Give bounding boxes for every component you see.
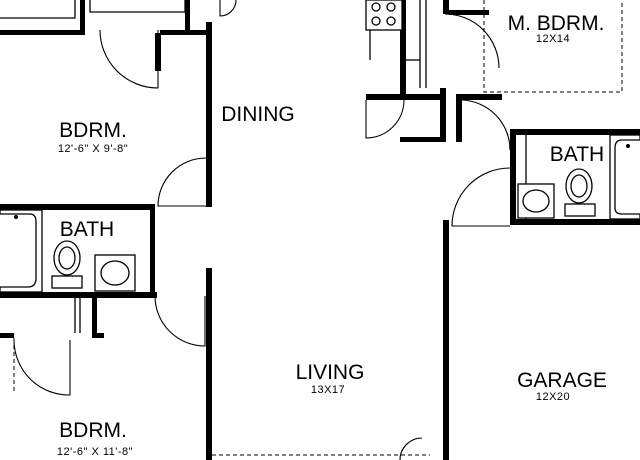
door-swing [99, 29, 159, 89]
room-name-master-bedroom: M. BDRM. [508, 12, 605, 35]
room-name-dining: DINING [221, 103, 295, 126]
room-name-garage: GARAGE [517, 369, 607, 392]
room-name-bedroom-lower: BDRM. [59, 419, 127, 442]
wall [0, 292, 157, 298]
sink-icon [94, 254, 136, 292]
door-swing [219, 0, 237, 17]
closet-shelf [0, 0, 76, 19]
door-swings [13, 0, 511, 460]
door-swing [13, 339, 71, 396]
wall [443, 220, 449, 460]
wall [150, 204, 155, 298]
door-swing [461, 99, 511, 151]
door-swing [154, 295, 206, 347]
room-dim-master-bedroom: 12X14 [536, 33, 570, 45]
room-name-bath-left: BATH [60, 218, 114, 241]
bathtub-icon [0, 209, 43, 293]
wall [400, 0, 406, 100]
thin-lines [0, 0, 527, 333]
room-dim-living: 13X17 [311, 384, 345, 396]
door-swing [157, 157, 207, 207]
bathtub-icon [609, 134, 640, 220]
wall [510, 219, 640, 225]
door-swing [451, 167, 511, 227]
dashed-outline [483, 0, 623, 93]
wall [456, 94, 502, 100]
door-swing [365, 99, 405, 139]
wall [92, 296, 97, 338]
wall [440, 88, 446, 140]
room-dim-garage: 12X20 [536, 391, 570, 403]
wall [456, 94, 462, 142]
room-dim-bedroom-upper: 12'-6" X 9'-8" [58, 143, 128, 155]
wall [443, 0, 449, 14]
wall [92, 333, 104, 338]
wall [400, 137, 446, 142]
wall [510, 129, 516, 224]
room-labels: M. BDRM. 12X14 BDRM. 12'-6" X 9'-8" DINI… [57, 12, 607, 458]
wall [449, 10, 489, 15]
door-swing [444, 13, 500, 69]
wall [185, 0, 190, 34]
wall [80, 0, 85, 34]
wall [0, 30, 85, 35]
sink-icon [517, 183, 555, 219]
wall [366, 94, 446, 100]
stove-icon [365, 0, 403, 31]
wall [206, 22, 212, 207]
wall [206, 268, 212, 460]
room-name-bath-right: BATH [550, 143, 604, 166]
wall [0, 333, 14, 338]
closet-shelf [89, 0, 186, 13]
room-dim-bedroom-lower: 12'-6" X 11'-8" [57, 446, 133, 458]
wall [0, 204, 150, 210]
toilet-icon [51, 240, 83, 289]
room-name-bedroom-upper: BDRM. [59, 119, 127, 142]
wall [514, 129, 640, 135]
toilet-icon [564, 168, 596, 217]
door-swing [399, 437, 423, 460]
room-name-living: LIVING [296, 361, 365, 384]
